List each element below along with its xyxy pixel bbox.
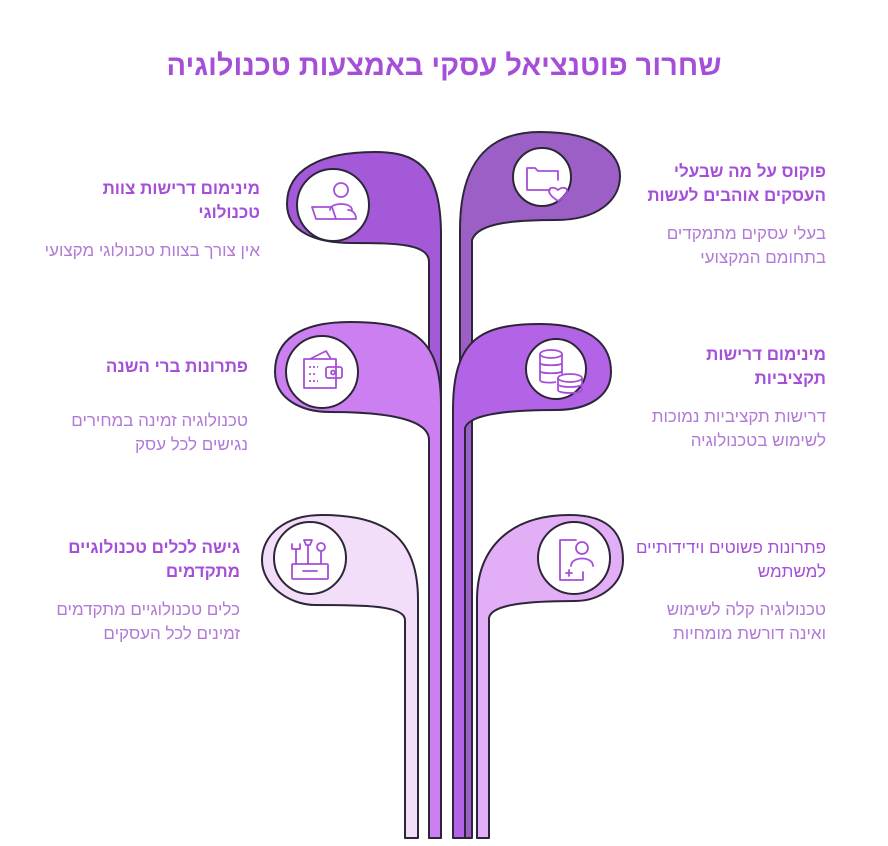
item-3: מינימום דרישות תקציביות דרישות תקציביות … (644, 343, 826, 453)
item-5: פתרונות פשוטים וידידותיים למשתמש טכנולוג… (632, 536, 826, 646)
folder-heart-icon (526, 167, 568, 202)
item-2-heading: מינימום דרישות צוות טכנולוגי (102, 179, 260, 222)
user-device-icon (559, 539, 594, 581)
stem-6 (261, 514, 419, 839)
icon-circle-5 (537, 521, 611, 595)
item-6: גישה לכלים טכנולוגיים מתקדמים כלים טכנול… (20, 536, 240, 646)
item-3-description: דרישות תקציביות נמוכות לשימוש בטכנולוגיה (651, 407, 826, 450)
item-5-description: טכנולוגיה קלה לשימוש ואינה דורשת מומחיות (666, 600, 826, 643)
item-1-heading: פוקוס על מה שבעלי העסקים אוהבים לעשות (647, 162, 826, 205)
stem-5 (476, 514, 624, 839)
wallet-icon (303, 350, 343, 389)
item-3-heading: מינימום דרישות תקציביות (706, 345, 826, 388)
icon-circle-1 (512, 147, 572, 207)
icon-circle-4 (285, 335, 359, 409)
item-4-heading: פתרונות ברי השנה (105, 357, 248, 376)
icon-circle-6 (273, 521, 347, 595)
coins-icon (539, 349, 583, 394)
icon-circle-3 (525, 338, 587, 400)
item-4-description: טכנולוגיה זמינה במחירים נגישים לכל עסק (71, 411, 248, 454)
stem-3 (452, 323, 612, 839)
item-6-heading: גישה לכלים טכנולוגיים מתקדמים (68, 538, 240, 581)
item-1: פוקוס על מה שבעלי העסקים אוהבים לעשות בע… (628, 160, 826, 270)
tools-icon (291, 539, 329, 580)
user-laptop-icon (311, 182, 357, 220)
item-4: פתרונות ברי השנה טכנולוגיה זמינה במחירים… (30, 355, 248, 457)
item-1-description: בעלי עסקים מתמקדים בתחומם המקצועי (666, 224, 826, 267)
item-6-description: כלים טכנולוגיים מתקדמים זמינים לכל העסקי… (56, 600, 240, 643)
stem-1 (459, 131, 621, 839)
item-5-heading: פתרונות פשוטים וידידותיים למשתמש (635, 538, 826, 581)
item-2-description: אין צורך בצוות טכנולוגי מקצועי (44, 241, 260, 260)
item-2: מינימום דרישות צוות טכנולוגי אין צורך בצ… (40, 177, 260, 263)
page-title: שחרור פוטנציאל עסקי באמצעות טכנולוגיה (166, 50, 722, 82)
